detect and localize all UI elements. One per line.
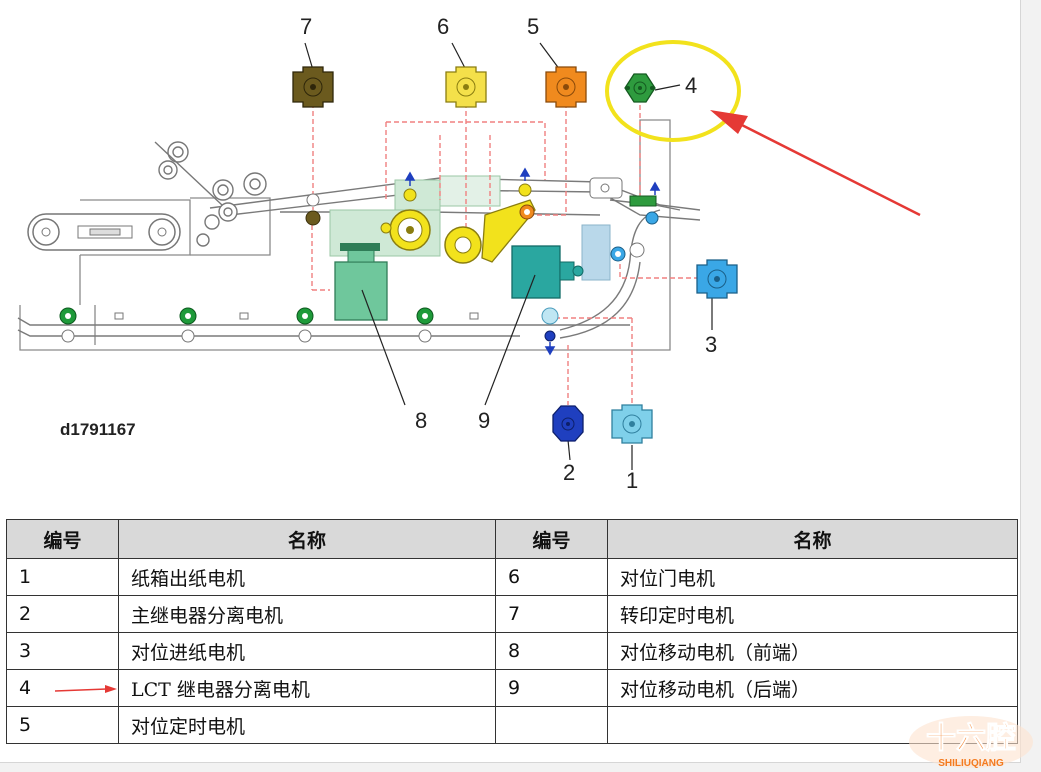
header-number: 编号	[495, 519, 608, 559]
callout-1: 1	[626, 468, 638, 493]
cell-name: 主继电器分离电机	[118, 595, 496, 633]
cell-name: 对位移动电机（前端）	[607, 632, 1018, 670]
motor-3-icon	[696, 259, 738, 299]
document-sheet: 7 6 5 4 3 8 9 2 1 d1791167 编号 名称 编号 名称 1…	[0, 0, 1021, 763]
cell-number: 8	[495, 632, 608, 670]
direction-arrows	[404, 167, 661, 356]
header-number: 编号	[6, 519, 119, 559]
exit-rollers	[154, 141, 267, 247]
cell-name: 对位门电机	[607, 558, 1018, 596]
motor-4-icon	[624, 73, 656, 103]
motor-6-icon	[445, 66, 487, 108]
leader-lines	[304, 42, 713, 470]
cell-number	[495, 706, 608, 744]
callout-7: 7	[300, 14, 312, 39]
callout-9: 9	[478, 408, 490, 433]
cell-number: 3	[6, 632, 119, 670]
drive-lines	[311, 103, 715, 405]
motor-legend-table: 编号 名称 编号 名称 1 纸箱出纸电机 6 对位门电机 2 主继电器分离电机 …	[6, 519, 1018, 744]
table-row: 1 纸箱出纸电机 6 对位门电机	[6, 558, 1018, 596]
cell-name: 对位移动电机（后端）	[607, 669, 1018, 707]
cell-name: 纸箱出纸电机	[118, 558, 496, 596]
table-row: 4 LCT 继电器分离电机 9 对位移动电机（后端）	[6, 669, 1018, 707]
table-row: 3 对位进纸电机 8 对位移动电机（前端）	[6, 632, 1018, 670]
diagram-code: d1791167	[60, 420, 136, 439]
motor-7-icon	[292, 66, 334, 108]
callout-4: 4	[685, 73, 697, 98]
table-row: 5 对位定时电机	[6, 706, 1018, 744]
cell-number: 1	[6, 558, 119, 596]
cell-number-value: 4	[19, 677, 32, 699]
cell-name: 转印定时电机	[607, 595, 1018, 633]
red-pointer-arrow	[710, 110, 921, 217]
cell-number: 7	[495, 595, 608, 633]
cell-name: 对位定时电机	[118, 706, 496, 744]
cell-number: 2	[6, 595, 119, 633]
header-name: 名称	[607, 519, 1018, 559]
watermark-logo: 十六腔 SHILIUQIANG	[909, 716, 1033, 769]
callout-3: 3	[705, 332, 717, 357]
callout-8: 8	[415, 408, 427, 433]
cell-number: 9	[495, 669, 608, 707]
callout-5: 5	[527, 14, 539, 39]
motor-1-icon	[611, 404, 653, 444]
belt-unit	[27, 213, 181, 251]
shift-motor-rear-body	[511, 245, 584, 299]
shift-motor-front-body	[334, 243, 388, 321]
cell-number: 6	[495, 558, 608, 596]
motor-5-icon	[545, 66, 587, 108]
watermark-subtitle: SHILIUQIANG	[938, 758, 1004, 769]
highlight-ellipse	[605, 40, 741, 142]
watermark-title: 十六腔	[926, 721, 1016, 756]
red-arrow-icon	[55, 684, 118, 693]
yellow-gear-assembly	[380, 183, 536, 264]
motor-2-icon	[552, 405, 584, 442]
table-header-row: 编号 名称 编号 名称	[6, 519, 1018, 559]
callout-2: 2	[563, 460, 575, 485]
timing-roller-brown	[305, 193, 321, 226]
table-row: 2 主继电器分离电机 7 转印定时电机	[6, 595, 1018, 633]
registration-rollers	[541, 177, 659, 342]
motor-layout-diagram: 7 6 5 4 3 8 9 2 1 d1791167	[17, 14, 921, 493]
header-name: 名称	[118, 519, 496, 559]
cell-number: 5	[6, 706, 119, 744]
cell-number: 4	[6, 669, 119, 707]
timing-roller-orange	[519, 204, 535, 220]
cell-name: 对位进纸电机	[118, 632, 496, 670]
cell-name: LCT 继电器分离电机	[118, 669, 496, 707]
callout-6: 6	[437, 14, 449, 39]
